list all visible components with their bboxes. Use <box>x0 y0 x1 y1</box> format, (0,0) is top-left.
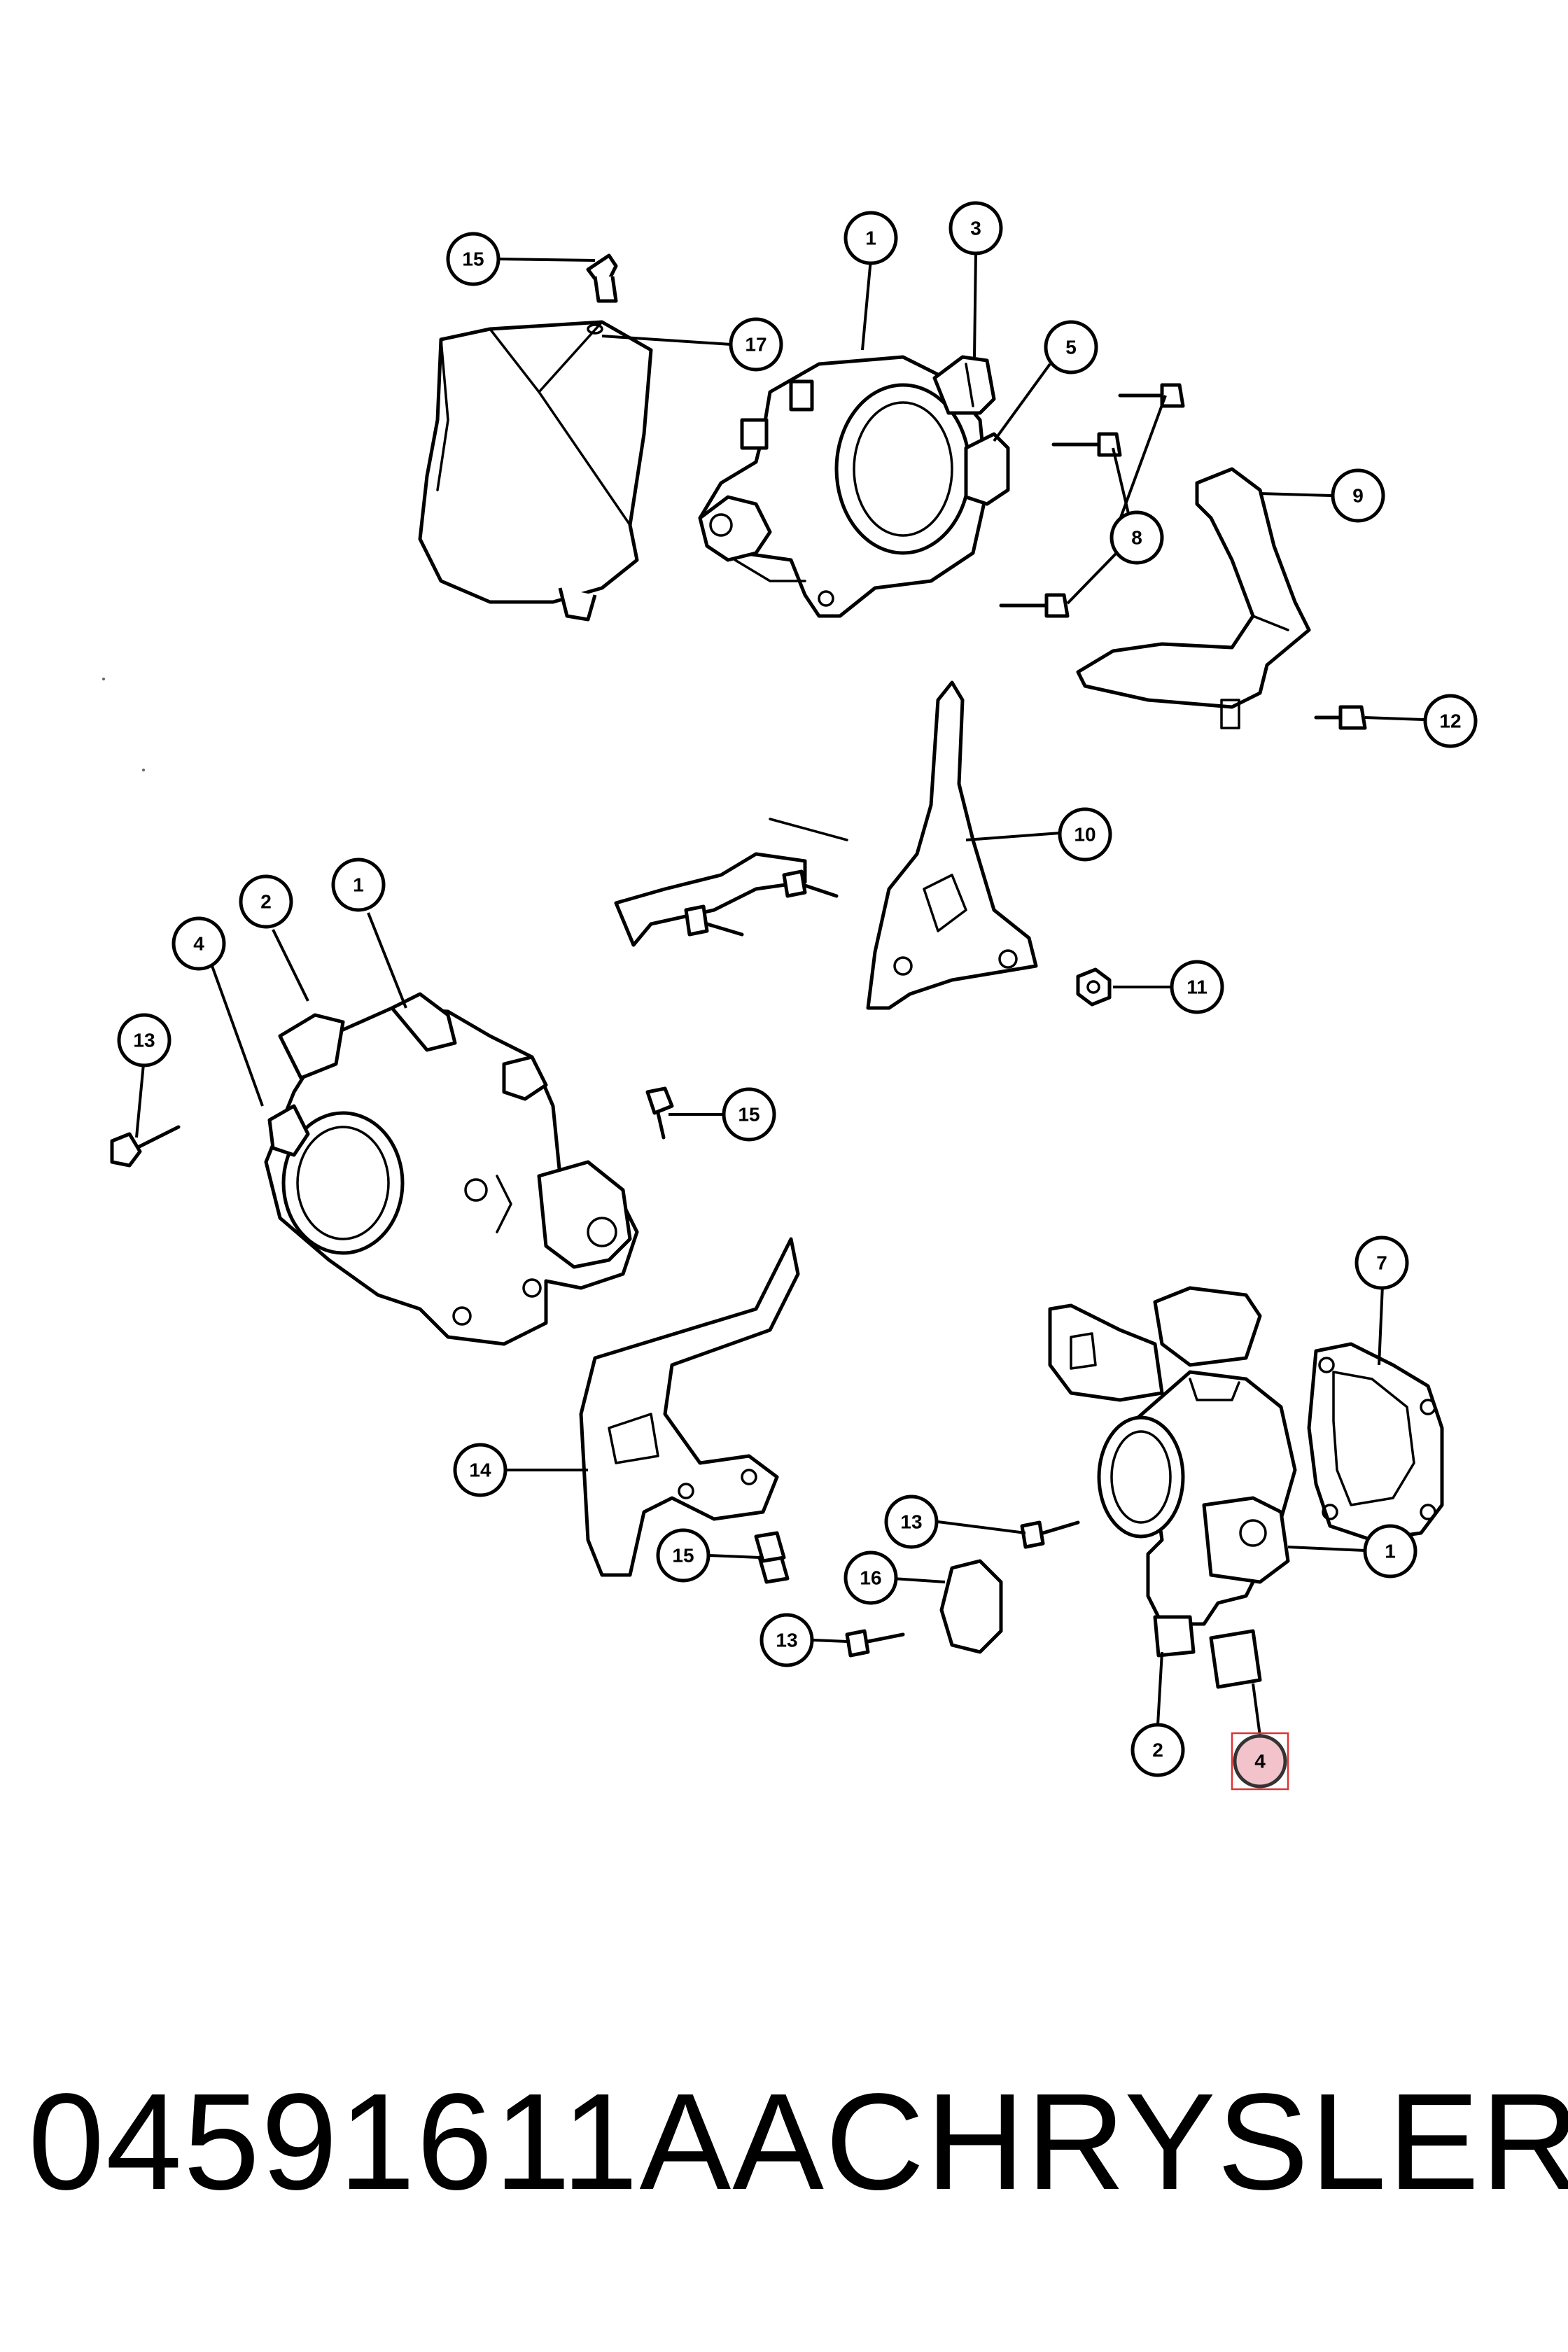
callout-4-lower-highlighted[interactable]: 4 <box>1233 1734 1287 1788</box>
speck <box>102 678 105 680</box>
exploded-parts-diagram: 15 1 3 17 5 8 9 12 10 11 2 1 4 13 15 7 1… <box>102 201 1478 1791</box>
bolt-13-lower <box>845 1629 905 1658</box>
bracket-9 <box>1076 467 1311 729</box>
svg-text:11: 11 <box>1186 976 1208 998</box>
svg-text:15: 15 <box>462 248 484 270</box>
callout-1-top: 1 <box>844 211 898 265</box>
callout-15-top: 15 <box>446 232 500 286</box>
intake-cover <box>418 320 653 622</box>
callout-1-left: 1 <box>331 858 386 912</box>
callout-13-right: 13 <box>884 1494 939 1549</box>
highlight-box <box>1231 1732 1289 1791</box>
svg-text:15: 15 <box>738 1104 760 1126</box>
callout-11: 11 <box>1170 960 1224 1014</box>
throttle-body-left <box>264 992 639 1346</box>
callout-4-left: 4 <box>172 916 226 971</box>
callout-8: 8 <box>1110 510 1164 565</box>
svg-text:12: 12 <box>1439 710 1461 732</box>
callout-9: 9 <box>1331 468 1385 523</box>
callout-13-left: 13 <box>117 1013 172 1068</box>
callout-15-middle: 15 <box>722 1087 776 1142</box>
throttle-body-top <box>698 355 989 618</box>
svg-text:5: 5 <box>1065 337 1077 358</box>
gasket-7 <box>1307 1342 1444 1542</box>
bolt-15-lower <box>754 1531 790 1584</box>
svg-text:1: 1 <box>1385 1541 1396 1562</box>
svg-text:13: 13 <box>900 1511 922 1533</box>
svg-text:1: 1 <box>353 874 364 896</box>
svg-text:3: 3 <box>970 218 981 239</box>
callout-13-lower: 13 <box>760 1613 814 1667</box>
svg-text:14: 14 <box>469 1460 491 1481</box>
svg-text:2: 2 <box>260 891 272 913</box>
svg-text:8: 8 <box>1131 527 1142 549</box>
cover-16 <box>939 1559 1003 1654</box>
callout-2-lower: 2 <box>1130 1723 1185 1777</box>
part-number: 04591611AA <box>28 2065 825 2218</box>
bolt-15-middle <box>645 1086 674 1140</box>
callout-3: 3 <box>948 201 1003 255</box>
svg-text:10: 10 <box>1074 824 1096 846</box>
callout-7: 7 <box>1354 1236 1409 1290</box>
svg-text:9: 9 <box>1352 485 1364 507</box>
brand-name: CHRYSLER <box>825 2065 1568 2218</box>
svg-text:13: 13 <box>133 1030 155 1051</box>
bracket-10 <box>866 680 1038 1010</box>
throttle-body-lower <box>1048 1286 1297 1689</box>
callout-14: 14 <box>453 1443 507 1497</box>
sensor-motor <box>964 432 1010 506</box>
nut-11 <box>1076 967 1112 1007</box>
bolt-13-right <box>1020 1520 1080 1549</box>
bolt-12 <box>1314 705 1367 730</box>
callout-10: 10 <box>1058 807 1112 862</box>
svg-text:17: 17 <box>745 334 766 356</box>
callout-16: 16 <box>844 1550 898 1605</box>
bolt-13-left <box>110 1125 181 1168</box>
bolt <box>586 253 618 303</box>
svg-text:4: 4 <box>193 933 204 955</box>
callout-15-lower: 15 <box>656 1528 710 1583</box>
callout-12: 12 <box>1423 694 1478 748</box>
sensor-connector <box>932 355 996 415</box>
svg-text:4: 4 <box>1254 1751 1266 1772</box>
svg-text:1: 1 <box>865 227 876 249</box>
callout-1-lower: 1 <box>1363 1524 1418 1578</box>
bracket-14 <box>579 1237 800 1577</box>
speck <box>142 769 145 771</box>
svg-text:16: 16 <box>860 1567 881 1589</box>
callout-5: 5 <box>1044 320 1098 374</box>
svg-text:13: 13 <box>776 1630 797 1651</box>
svg-text:15: 15 <box>672 1545 694 1567</box>
small-bracket <box>614 818 848 947</box>
footer: 04591611AA CHRYSLER <box>28 2065 1568 2219</box>
callout-2-left: 2 <box>239 874 293 929</box>
callout-17: 17 <box>729 317 783 372</box>
svg-text:7: 7 <box>1376 1252 1387 1274</box>
svg-text:2: 2 <box>1152 1740 1163 1761</box>
